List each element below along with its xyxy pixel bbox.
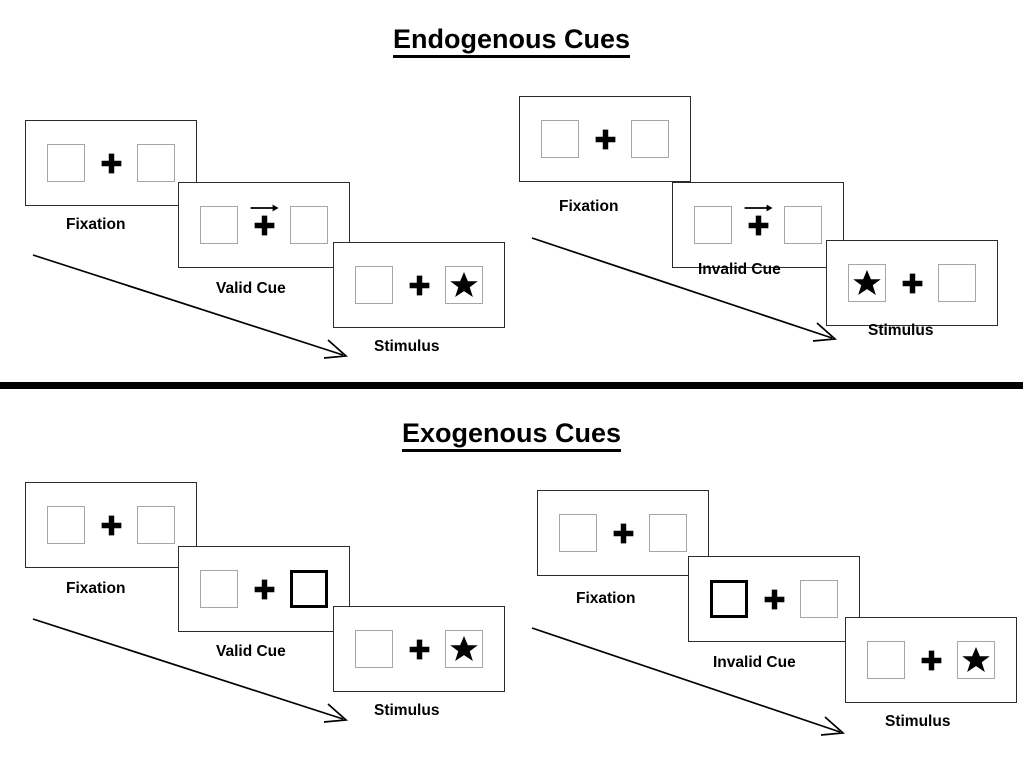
endo-invalid-stimulus-cross-area	[899, 260, 925, 306]
endo-valid-stimulus-panel	[333, 242, 505, 328]
endo-invalid-stimulus-panel	[826, 240, 998, 326]
exo-valid-cue-cross-area	[251, 566, 277, 612]
endogenous-invalid-time-arrow	[531, 237, 838, 342]
exo-valid-cue-left-box	[200, 570, 238, 608]
endo-valid-fixation-left-box	[47, 144, 85, 182]
exogenous-invalid-time-arrow	[531, 627, 846, 736]
arrow-right-cue-icon	[250, 204, 279, 212]
exo-invalid-cue-caption: Invalid Cue	[713, 654, 796, 671]
endo-invalid-stimulus-caption: Stimulus	[868, 322, 934, 339]
exo-invalid-fixation-panel	[537, 490, 709, 576]
exo-invalid-fixation-right-box	[649, 514, 687, 552]
exo-valid-fixation-panel	[25, 482, 197, 568]
endo-invalid-cue-right-box	[784, 206, 822, 244]
section-title-endogenous-text: Endogenous Cues	[392, 24, 630, 58]
exo-invalid-fixation-cross-area	[610, 510, 636, 556]
endo-invalid-cue-cross-area	[744, 202, 773, 248]
exogenous-valid-time-arrow	[32, 618, 349, 723]
section-title-exogenous-text: Exogenous Cues	[401, 418, 622, 452]
endo-invalid-cue-caption: Invalid Cue	[698, 261, 781, 278]
arrow-right-cue-icon	[744, 204, 773, 212]
endo-valid-stimulus-left-box	[355, 266, 393, 304]
exo-invalid-stimulus-cross-area	[918, 637, 944, 683]
exo-valid-stimulus-left-box	[355, 630, 393, 668]
fixation-cross-icon	[254, 215, 274, 235]
exo-invalid-stimulus-panel	[845, 617, 1017, 703]
endo-valid-fixation-right-box	[137, 144, 175, 182]
endo-valid-cue-left-box	[200, 206, 238, 244]
star-icon	[853, 270, 881, 295]
star-icon	[962, 647, 990, 672]
endo-valid-stimulus-caption: Stimulus	[374, 338, 440, 355]
endo-invalid-fixation-caption: Fixation	[559, 198, 619, 215]
section-title-endogenous: Endogenous Cues	[0, 24, 1023, 58]
exo-valid-fixation-left-box	[47, 506, 85, 544]
exo-invalid-cue-panel	[688, 556, 860, 642]
section-title-exogenous: Exogenous Cues	[0, 418, 1023, 452]
endo-valid-stimulus-right-box	[445, 266, 483, 304]
exo-invalid-cue-left-box-cued	[710, 580, 748, 618]
exo-valid-fixation-caption: Fixation	[66, 580, 126, 597]
endo-invalid-cue-panel	[672, 182, 844, 268]
exo-valid-stimulus-right-box	[445, 630, 483, 668]
endogenous-valid-time-arrow	[32, 254, 349, 359]
endo-valid-fixation-cross-area	[98, 140, 124, 186]
exo-invalid-fixation-left-box	[559, 514, 597, 552]
exo-valid-stimulus-panel	[333, 606, 505, 692]
exo-invalid-stimulus-right-box	[957, 641, 995, 679]
exo-valid-fixation-right-box	[137, 506, 175, 544]
endo-valid-cue-panel	[178, 182, 350, 268]
exo-valid-stimulus-cross-area	[406, 626, 432, 672]
exo-invalid-stimulus-left-box	[867, 641, 905, 679]
endo-invalid-cue-left-box	[694, 206, 732, 244]
endo-valid-fixation-panel	[25, 120, 197, 206]
exo-valid-cue-caption: Valid Cue	[216, 643, 286, 660]
fixation-cross-icon	[101, 515, 121, 535]
endo-valid-cue-caption: Valid Cue	[216, 280, 286, 297]
endo-invalid-stimulus-right-box	[938, 264, 976, 302]
exo-invalid-fixation-caption: Fixation	[576, 590, 636, 607]
fixation-cross-icon	[764, 589, 784, 609]
star-icon	[450, 272, 478, 297]
exo-valid-fixation-cross-area	[98, 502, 124, 548]
exo-invalid-cue-right-box	[800, 580, 838, 618]
endo-invalid-stimulus-left-box	[848, 264, 886, 302]
exo-valid-cue-panel	[178, 546, 350, 632]
endo-invalid-fixation-right-box	[631, 120, 669, 158]
endo-invalid-fixation-left-box	[541, 120, 579, 158]
section-divider	[0, 382, 1023, 389]
exo-valid-cue-right-box-cued	[290, 570, 328, 608]
fixation-cross-icon	[254, 579, 274, 599]
fixation-cross-icon	[921, 650, 941, 670]
endo-valid-cue-cross-area	[250, 202, 279, 248]
endo-valid-cue-right-box	[290, 206, 328, 244]
fixation-cross-icon	[748, 215, 768, 235]
fixation-cross-icon	[595, 129, 615, 149]
exo-invalid-cue-cross-area	[761, 576, 787, 622]
endo-valid-fixation-caption: Fixation	[66, 216, 126, 233]
exo-invalid-stimulus-caption: Stimulus	[885, 713, 951, 730]
endo-invalid-fixation-panel	[519, 96, 691, 182]
star-icon	[450, 636, 478, 661]
exo-valid-stimulus-caption: Stimulus	[374, 702, 440, 719]
fixation-cross-icon	[409, 639, 429, 659]
endo-valid-stimulus-cross-area	[406, 262, 432, 308]
fixation-cross-icon	[409, 275, 429, 295]
fixation-cross-icon	[613, 523, 633, 543]
fixation-cross-icon	[902, 273, 922, 293]
fixation-cross-icon	[101, 153, 121, 173]
endo-invalid-fixation-cross-area	[592, 116, 618, 162]
